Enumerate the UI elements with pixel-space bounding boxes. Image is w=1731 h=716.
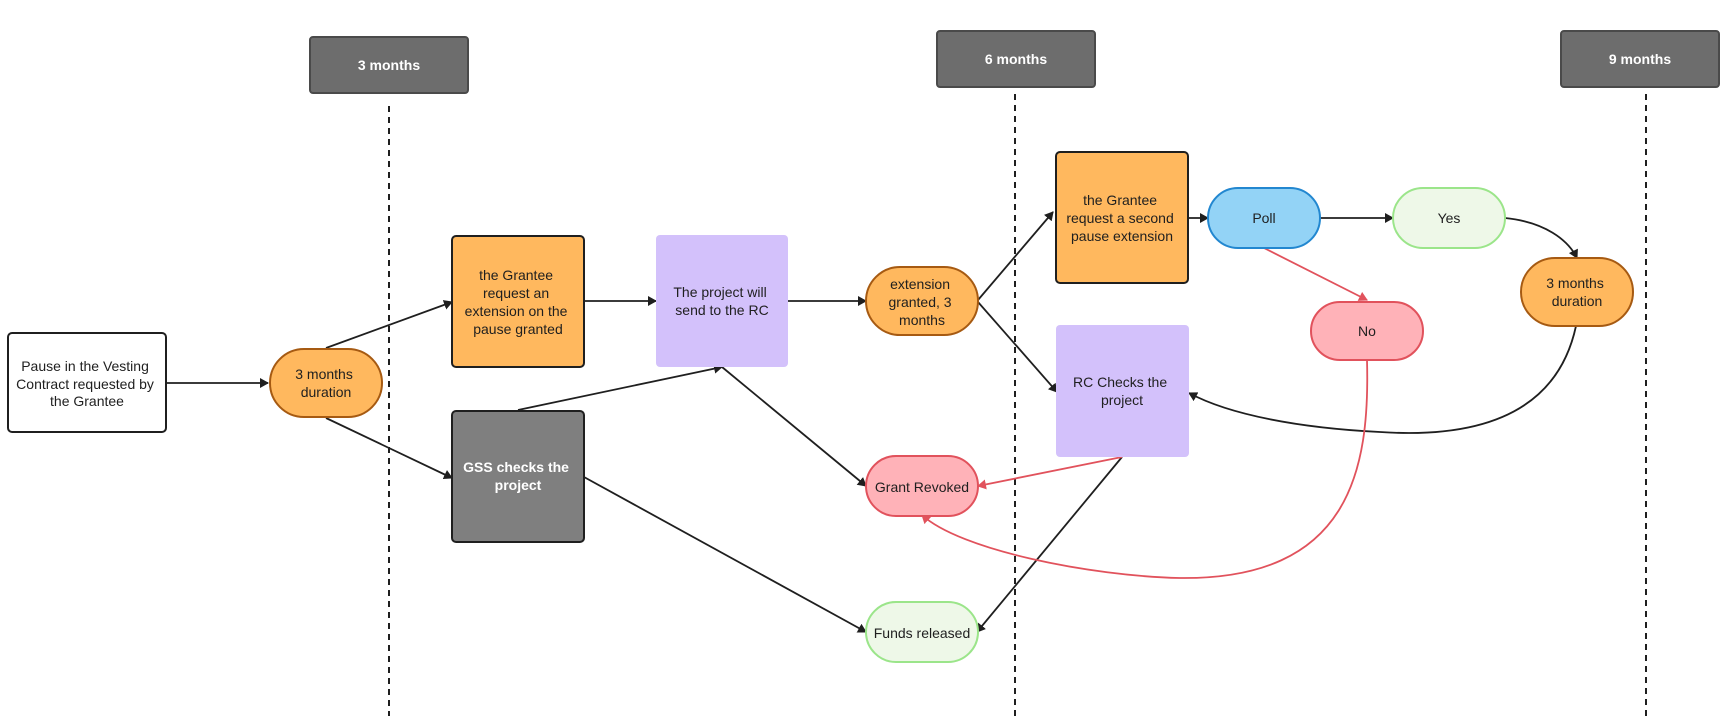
node-grant-revoked-label: Grant Revoked: [875, 479, 969, 495]
edge-gss-to-funds: [583, 476, 867, 633]
node-extension-granted-label: extension granted, 3 months: [889, 276, 956, 328]
node-duration-2-label: 3 months duration: [1546, 275, 1607, 309]
node-gss-check-label: GSS checks the project: [463, 459, 573, 493]
timeline-header-3-months: 3 months: [309, 36, 469, 94]
node-pause-request: Pause in the Vesting Contract requested …: [7, 332, 167, 433]
timeline-label: 6 months: [985, 51, 1047, 67]
timeline-label: 9 months: [1609, 51, 1671, 67]
node-poll: Poll: [1207, 187, 1321, 249]
edge-duration-to-extension-request: [325, 300, 453, 349]
node-rc-check: RC Checks the project: [1056, 325, 1189, 457]
edge-rc-check-to-grant-revoked: [977, 456, 1123, 490]
node-gss-check: GSS checks the project: [451, 410, 585, 543]
edge-duration-to-gss: [325, 417, 453, 480]
edge-no-to-grant-revoked: [921, 359, 1369, 579]
edge-gss-to-send-rc: [517, 363, 723, 411]
red-edges: [921, 247, 1369, 579]
node-rc-check-label: RC Checks the project: [1073, 374, 1171, 408]
edge-rc-check-to-funds: [976, 456, 1123, 633]
node-yes-label: Yes: [1438, 210, 1461, 226]
timeline-header-6-months: 6 months: [936, 30, 1096, 88]
edge-extension-granted-to-rc-check: [977, 301, 1058, 393]
node-second-request-label: the Grantee request a second pause exten…: [1066, 192, 1177, 244]
node-no-label: No: [1358, 323, 1376, 339]
node-duration-1-label: 3 months duration: [295, 366, 356, 400]
node-funds-released-label: Funds released: [874, 625, 971, 641]
timeline-header-9-months: 9 months: [1560, 30, 1720, 88]
node-pause-request-label: Pause in the Vesting Contract requested …: [16, 358, 158, 409]
node-grant-revoked: Grant Revoked: [865, 455, 979, 517]
node-yes: Yes: [1392, 187, 1506, 249]
edge-send-rc-to-grant-revoked: [721, 366, 867, 487]
node-send-rc: The project will send to the RC: [656, 235, 788, 367]
node-funds-released: Funds released: [865, 601, 979, 663]
node-poll-label: Poll: [1252, 210, 1275, 226]
node-send-rc-label: The project will send to the RC: [673, 284, 770, 318]
edges: [166, 211, 1578, 633]
edge-poll-to-no: [1263, 247, 1368, 301]
node-extension-request: the Grantee request an extension on the …: [451, 235, 585, 368]
edge-extension-granted-to-second-request: [977, 211, 1054, 301]
node-duration-2: 3 months duration: [1520, 257, 1634, 327]
edge-yes-to-duration-2: [1504, 217, 1578, 259]
node-no: No: [1310, 301, 1424, 361]
timeline-label: 3 months: [358, 57, 420, 73]
node-second-request: the Grantee request a second pause exten…: [1055, 151, 1189, 284]
node-extension-granted: extension granted, 3 months: [865, 266, 979, 336]
edge-duration-2-to-rc-check: [1188, 325, 1577, 434]
node-extension-request-label: the Grantee request an extension on the …: [465, 267, 572, 337]
node-duration-1: 3 months duration: [269, 348, 383, 418]
